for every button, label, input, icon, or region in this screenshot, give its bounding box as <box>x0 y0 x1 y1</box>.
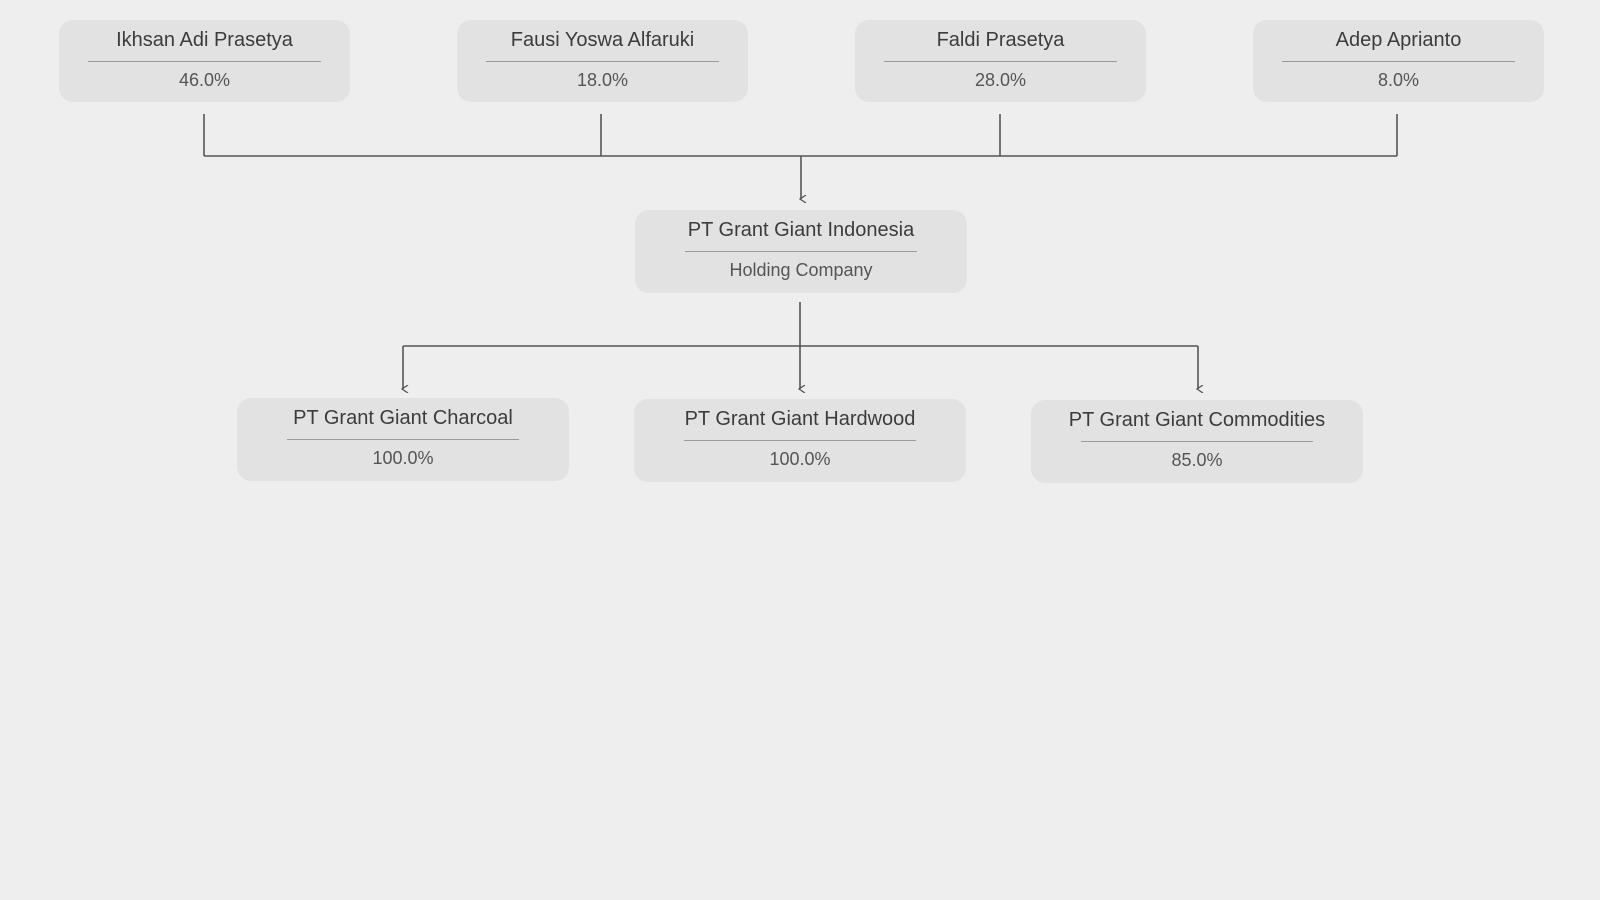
divider <box>287 439 519 440</box>
divider <box>884 61 1117 62</box>
shareholder-percentage: 18.0% <box>576 70 629 90</box>
divider <box>685 251 917 252</box>
shareholder-percentage: 8.0% <box>1377 70 1420 90</box>
shareholder-percentage: 46.0% <box>178 70 231 90</box>
shareholder-node: Fausi Yoswa Alfaruki 18.0% <box>457 20 748 102</box>
subsidiary-percentage: 100.0% <box>769 449 831 469</box>
subsidiary-name: PT Grant Giant Hardwood <box>684 408 916 430</box>
divider <box>1282 61 1515 62</box>
shareholder-percentage: 28.0% <box>974 70 1027 90</box>
shareholder-name: Faldi Prasetya <box>936 29 1065 51</box>
shareholder-name: Ikhsan Adi Prasetya <box>116 29 293 51</box>
subsidiary-node: PT Grant Giant Hardwood 100.0% <box>634 399 966 482</box>
subsidiary-percentage: 85.0% <box>1171 450 1223 470</box>
holding-company-node: PT Grant Giant Indonesia Holding Company <box>635 210 967 293</box>
divider <box>1081 441 1313 442</box>
holding-name: PT Grant Giant Indonesia <box>687 219 915 241</box>
shareholder-node: Adep Aprianto 8.0% <box>1253 20 1544 102</box>
shareholder-node: Ikhsan Adi Prasetya 46.0% <box>59 20 350 102</box>
subsidiary-node: PT Grant Giant Charcoal 100.0% <box>237 398 569 481</box>
holding-role: Holding Company <box>729 260 873 280</box>
divider <box>486 61 719 62</box>
subsidiary-name: PT Grant Giant Commodities <box>1068 409 1326 431</box>
shareholder-node: Faldi Prasetya 28.0% <box>855 20 1146 102</box>
subsidiary-percentage: 100.0% <box>372 448 434 468</box>
subsidiary-name: PT Grant Giant Charcoal <box>293 407 513 429</box>
shareholder-name: Fausi Yoswa Alfaruki <box>510 29 695 51</box>
shareholder-name: Adep Aprianto <box>1335 29 1462 51</box>
divider <box>88 61 321 62</box>
divider <box>684 440 916 441</box>
subsidiary-node: PT Grant Giant Commodities 85.0% <box>1031 400 1363 483</box>
